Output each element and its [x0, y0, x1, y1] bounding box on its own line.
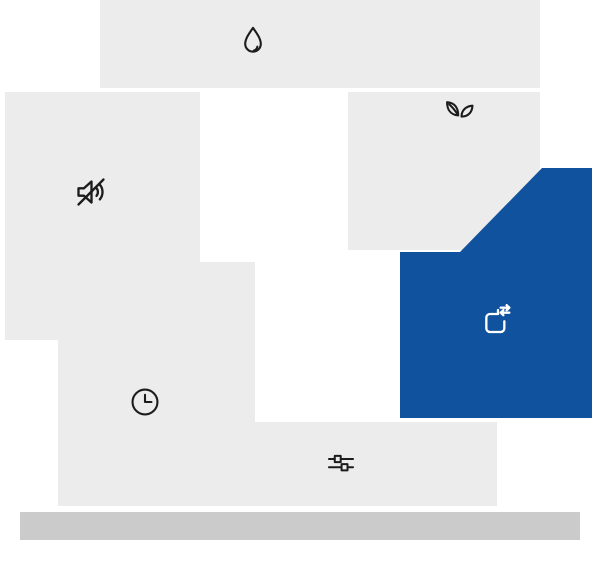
tap-swap-icon — [476, 302, 516, 342]
clock-icon — [127, 384, 163, 420]
tile-clock[interactable] — [58, 262, 255, 422]
leaves-icon — [442, 95, 478, 131]
sliders-icon — [324, 446, 358, 480]
footer-bar — [20, 512, 580, 540]
tile-water[interactable] — [100, 0, 540, 88]
water-drop-icon — [235, 23, 271, 59]
speaker-muted-icon — [71, 172, 111, 212]
tile-adjust[interactable] — [58, 422, 497, 506]
